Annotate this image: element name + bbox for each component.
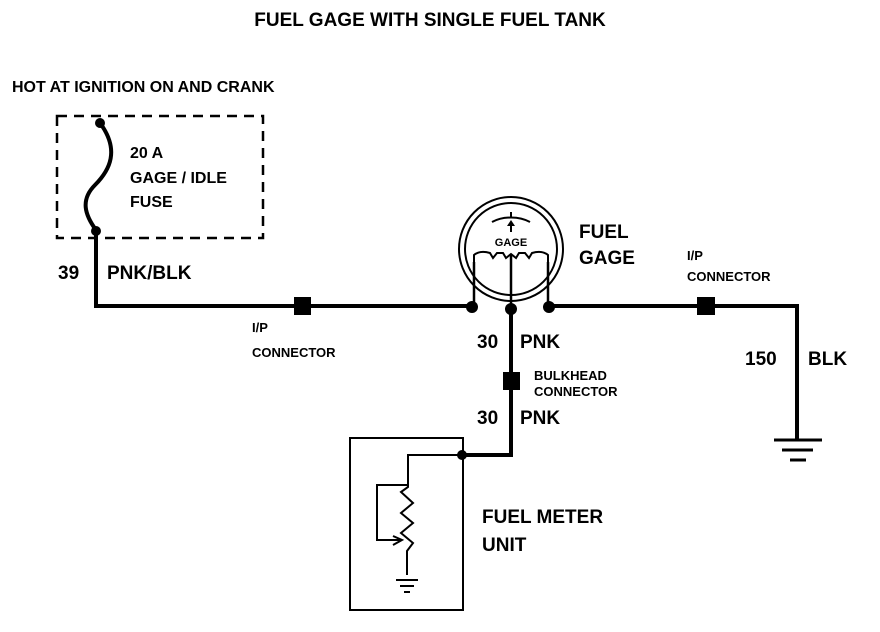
ip-connector-left-line1: I/P [252, 320, 268, 335]
fuel-gage-icon: GAGE [458, 196, 564, 306]
fuse-rating: 20 A [130, 145, 164, 162]
ground-icon [774, 438, 822, 462]
ground-icon-sender [396, 579, 418, 593]
fuse-name: GAGE / IDLE [130, 170, 227, 187]
wire-39-circuit: 39 [58, 263, 79, 284]
wire-30-upper-color: PNK [520, 332, 560, 353]
bulkhead-connector-line2: CONNECTOR [534, 384, 618, 399]
diagram-title: FUEL GAGE WITH SINGLE FUEL TANK [254, 10, 606, 31]
fuel-meter-label-line2: UNIT [482, 535, 527, 556]
fuel-meter-label-line1: FUEL METER [482, 507, 603, 528]
wire-30-pnk [462, 309, 513, 457]
gage-label-line1: FUEL [579, 222, 629, 243]
fuse-element-icon [83, 121, 114, 232]
ip-connector-right-line2: CONNECTOR [687, 269, 771, 284]
ip-connector-left-icon [294, 297, 311, 315]
wire-39-color: PNK/BLK [107, 263, 192, 284]
fuse-type: FUSE [130, 194, 173, 211]
wire-30-upper-circuit: 30 [477, 332, 498, 353]
wire-30-lower-circuit: 30 [477, 408, 498, 429]
wire-150-color: BLK [808, 349, 847, 370]
fuel-meter-unit-outline [349, 437, 464, 611]
gage-label-line2: GAGE [579, 248, 635, 269]
power-source-label: HOT AT IGNITION ON AND CRANK [12, 79, 275, 96]
wire-30-lower-color: PNK [520, 408, 560, 429]
variable-resistor-icon [376, 454, 462, 575]
bulkhead-connector-icon [503, 372, 520, 390]
wire-150-circuit: 150 [745, 349, 777, 370]
ip-connector-right-line1: I/P [687, 248, 703, 263]
fuse-block-outline [55, 114, 265, 240]
ip-connector-right-icon [697, 297, 715, 315]
bulkhead-connector-line1: BULKHEAD [534, 368, 607, 383]
wire-39-pnk-blk [94, 231, 472, 308]
ip-connector-left-line2: CONNECTOR [252, 345, 336, 360]
wire-150-blk [549, 304, 799, 440]
gage-face-label: GAGE [495, 237, 527, 249]
fuse-terminal-top [95, 118, 105, 128]
gage-terminal-left [466, 301, 478, 313]
